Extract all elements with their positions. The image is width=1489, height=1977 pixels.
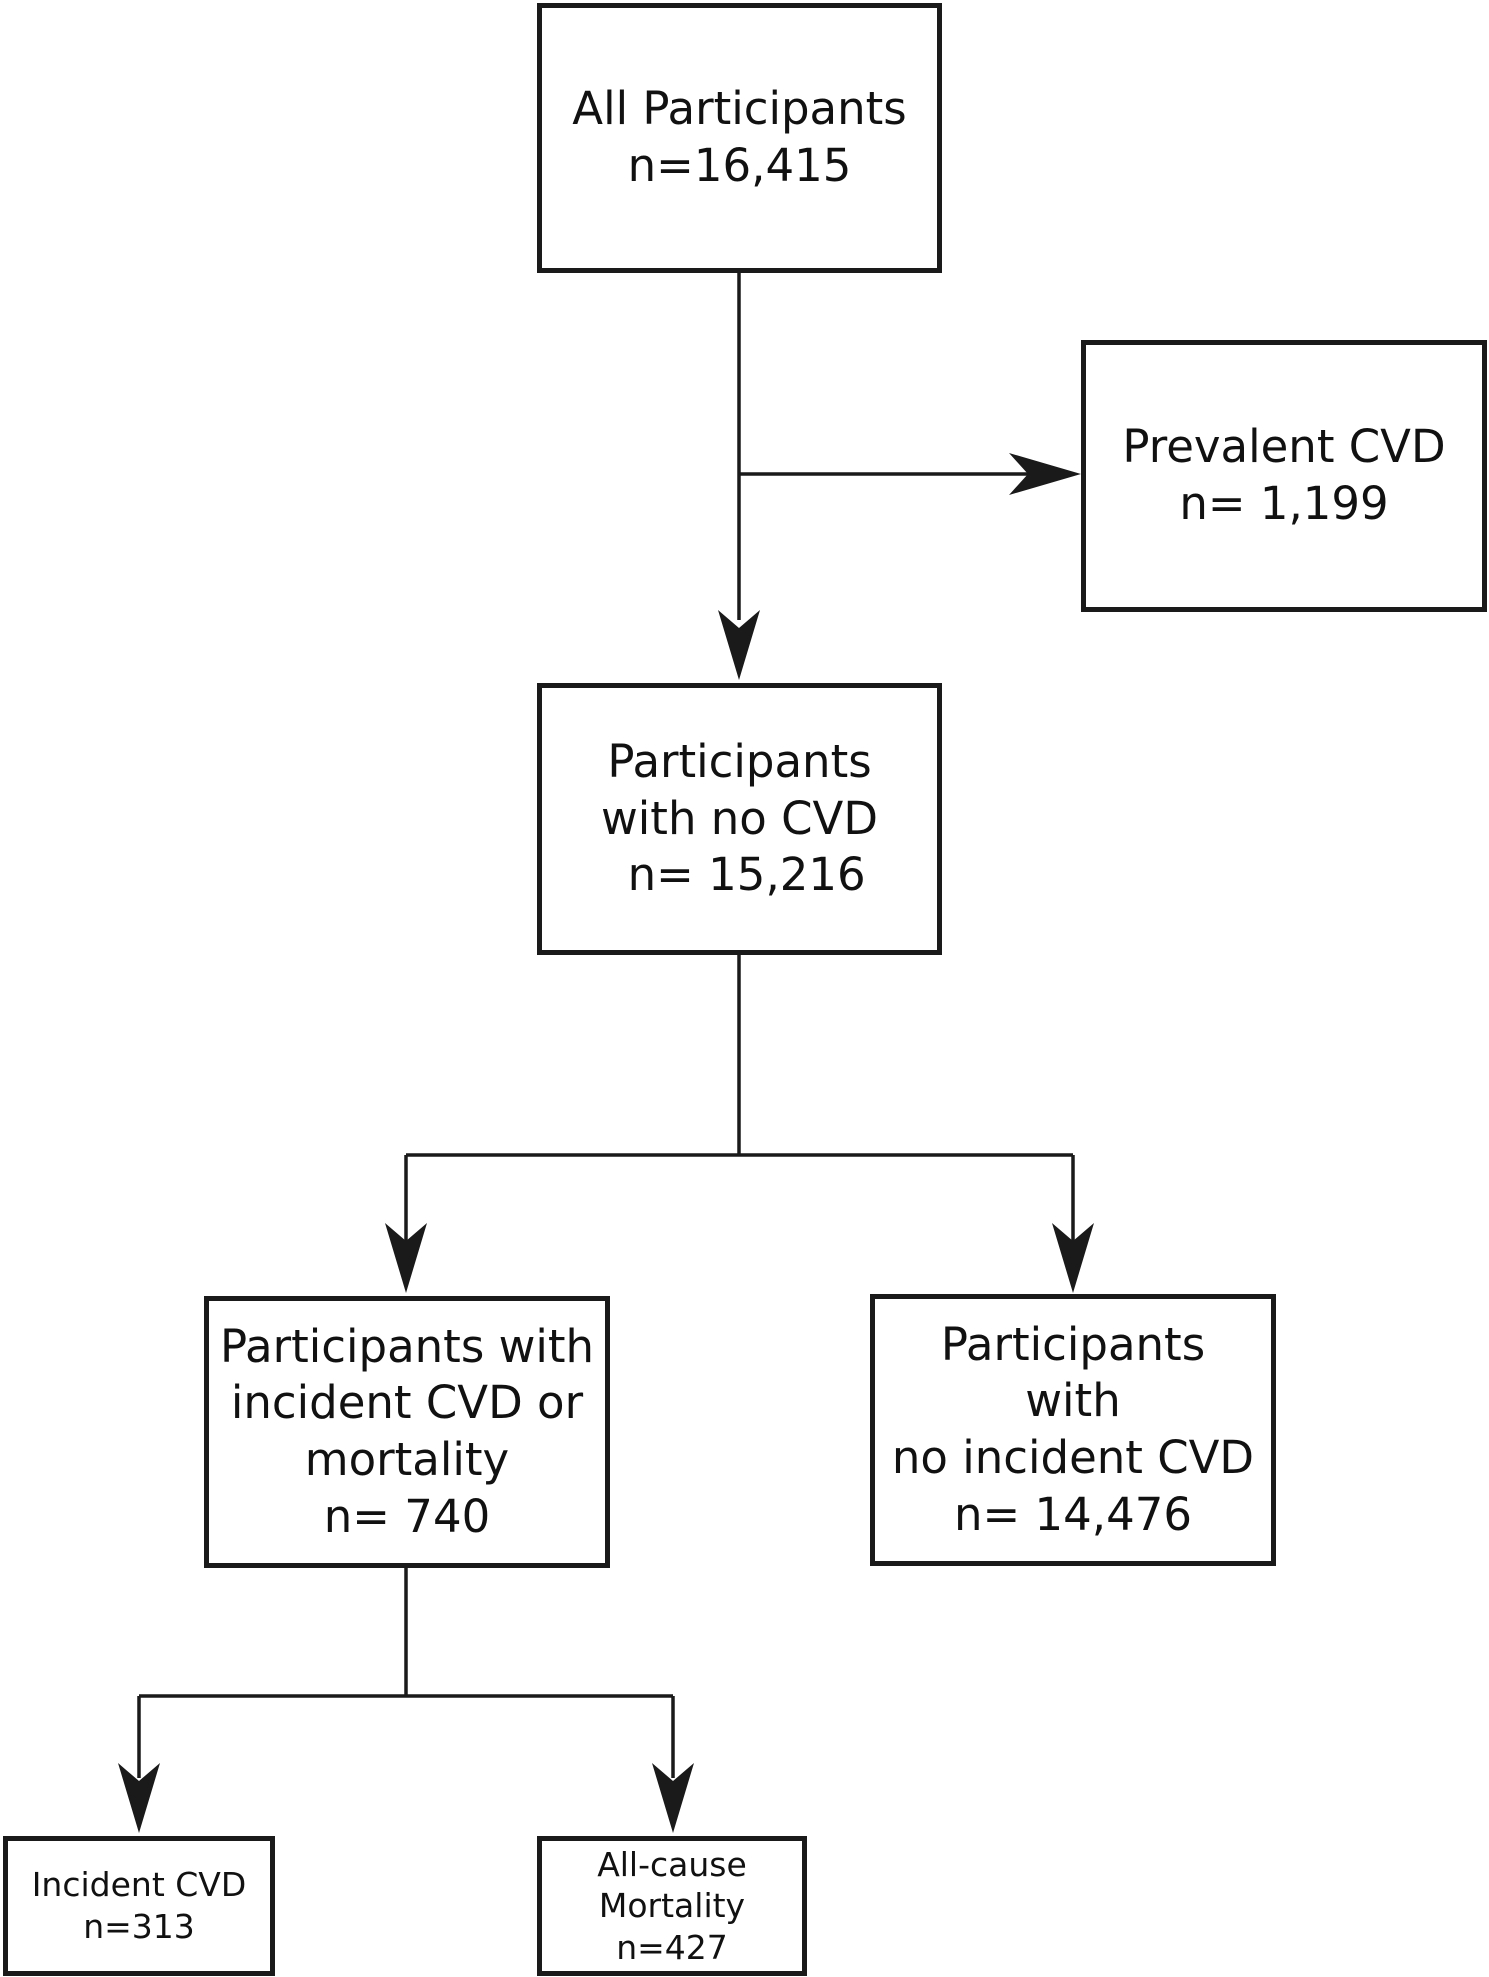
node-text-line: n= 1,199 <box>1179 477 1389 530</box>
node-participants-no-cvd: Participants with no CVD n= 15,216 <box>537 683 942 955</box>
node-incident-cvd-or-mortality: Participants with incident CVD or mortal… <box>204 1296 610 1568</box>
node-text-line: incident CVD or <box>230 1376 584 1430</box>
node-text-line: with no CVD <box>601 791 878 845</box>
node-all-participants: All Participants n=16,415 <box>537 3 942 273</box>
arrowhead-icon <box>385 1223 427 1293</box>
node-text-line: Participants <box>940 1317 1206 1371</box>
node-prevalent-cvd: Prevalent CVD n= 1,199 <box>1081 340 1487 612</box>
node-all-cause-mortality: All-cause Mortality n=427 <box>537 1836 807 1976</box>
node-text-line: All-cause <box>597 1844 747 1884</box>
node-text-line: n=427 <box>616 1927 728 1967</box>
node-text-line: with <box>1025 1374 1121 1428</box>
node-text-line: Incident CVD <box>31 1865 247 1905</box>
node-text-line: no incident CVD <box>891 1431 1255 1484</box>
node-text-line: n=313 <box>83 1907 195 1946</box>
arrowhead-icon <box>1052 1223 1094 1293</box>
arrowhead-icon <box>718 610 760 680</box>
node-text-line: n= 14,476 <box>953 1487 1192 1541</box>
node-incident-cvd: Incident CVD n=313 <box>3 1836 275 1976</box>
node-text-line: mortality <box>304 1433 510 1486</box>
arrowhead-icon <box>118 1763 160 1833</box>
arrowhead-icon <box>652 1763 694 1833</box>
node-text-line: Participants <box>607 734 872 788</box>
arrowhead-icon <box>1009 453 1081 495</box>
node-no-incident-cvd: Participants with no incident CVD n= 14,… <box>870 1294 1276 1566</box>
node-text-line: All Participants <box>572 82 907 136</box>
node-text-line: Participants with <box>219 1319 595 1373</box>
node-text-line: n= 740 <box>323 1489 491 1543</box>
node-text-line: Mortality <box>598 1886 746 1926</box>
node-text-line: n= 15,216 <box>613 848 866 902</box>
node-text-line: Prevalent CVD <box>1122 420 1446 474</box>
node-text-line: n=16,415 <box>627 139 852 192</box>
